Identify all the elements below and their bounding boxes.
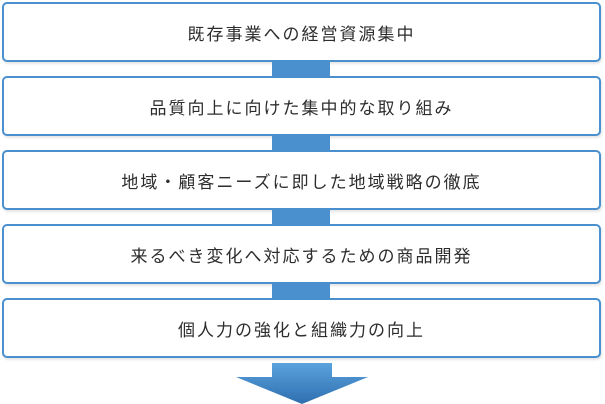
connector-1 (272, 62, 330, 76)
down-arrow-shape (236, 363, 368, 404)
step-box-2: 品質向上に向けた集中的な取り組み (2, 76, 601, 136)
step-box-1: 既存事業への経営資源集中 (2, 2, 601, 62)
step-label-4: 来るべき変化へ対応するための商品開発 (130, 246, 473, 267)
step-box-4: 来るべき変化へ対応するための商品開発 (2, 224, 601, 284)
step-box-5: 個人力の強化と組織力の向上 (2, 298, 601, 358)
step-label-1: 既存事業への経営資源集中 (187, 24, 416, 45)
connector-3 (272, 210, 330, 224)
step-label-5: 個人力の強化と組織力の向上 (178, 320, 425, 341)
step-box-3: 地域・顧客ニーズに即した地域戦略の徹底 (2, 150, 601, 210)
step-label-3: 地域・顧客ニーズに即した地域戦略の徹底 (121, 172, 482, 193)
connector-4 (272, 284, 330, 298)
down-arrow-icon (236, 363, 368, 404)
connector-2 (272, 136, 330, 150)
step-label-2: 品質向上に向けた集中的な取り組み (149, 98, 454, 119)
